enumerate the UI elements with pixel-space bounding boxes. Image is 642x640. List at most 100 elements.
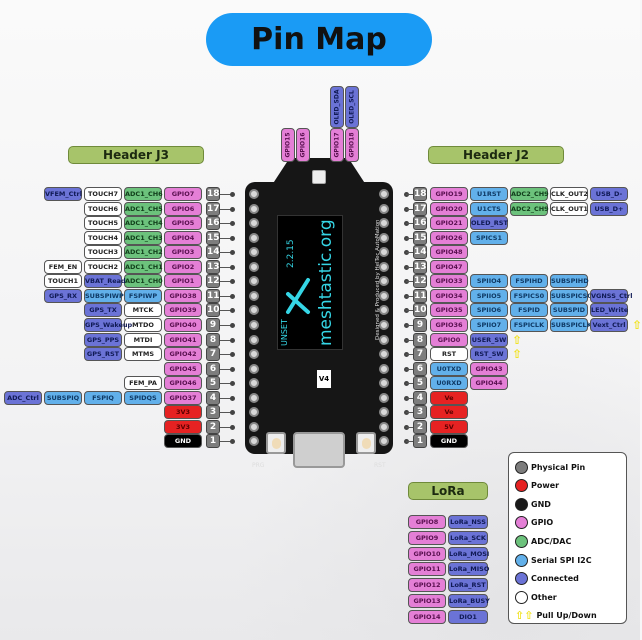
- pin-label-conn: GPS_TX: [84, 303, 122, 318]
- pin-label-gpio: GPIO35: [430, 303, 468, 318]
- pin-lead: [220, 281, 232, 283]
- pin-label-conn: VFEM_Ctrl: [44, 187, 82, 201]
- pin-dot: [230, 322, 235, 328]
- physical-pin-number: 17: [413, 201, 427, 216]
- pin-lead: [220, 339, 232, 341]
- pin-hole: [379, 276, 389, 287]
- pin-lead: [220, 252, 232, 254]
- pin-label-adc: ADC1_CH5: [124, 201, 163, 216]
- legend-label: Other: [531, 592, 557, 602]
- pin-lead: [406, 237, 418, 239]
- pin-label-other: TOUCH5: [84, 216, 122, 231]
- rst-button[interactable]: [356, 432, 376, 454]
- pin-dot: [230, 264, 235, 270]
- pin-lead: [406, 310, 418, 312]
- pin-lead: [406, 426, 418, 428]
- pull-up-arrow-icon: ⇧⇧: [515, 609, 534, 623]
- physical-pin-number: 14: [206, 245, 220, 260]
- pin-label-conn: OLED_RST: [470, 216, 508, 231]
- pin-label-spi: FSPID: [510, 303, 548, 318]
- pin-lead: [220, 324, 232, 326]
- pin-label-gpio: GPIO1: [164, 274, 202, 289]
- pin-label-spi: SUBSPIHD: [550, 274, 589, 289]
- lora-pin-function: LoRa_SCK: [448, 530, 488, 545]
- lora-pin-function: LoRa_RST: [448, 578, 488, 593]
- pin-hole: [249, 349, 259, 360]
- physical-pin-number: 6: [206, 361, 220, 376]
- pin-lead: [220, 237, 232, 239]
- pin-label-conn: RST_SW: [470, 347, 508, 362]
- pin-hole: [249, 421, 259, 432]
- pin-label-conn: USER_SW: [470, 332, 508, 347]
- legend-item: Connected: [515, 571, 579, 587]
- physical-pin-number: 1: [206, 434, 220, 449]
- pin-label-other: TOUCH1: [44, 274, 82, 289]
- legend-item: GPIO: [515, 515, 553, 531]
- pin-dot: [230, 235, 235, 241]
- pin-label-spi: SUBSPICS0: [550, 288, 592, 303]
- pin-hole: [249, 407, 259, 418]
- pin-dot: [230, 308, 235, 314]
- pin-label-gnd: GND: [430, 434, 468, 449]
- pin-hole: [249, 363, 259, 374]
- pin-lead: [406, 354, 418, 356]
- legend-swatch-icon: [515, 590, 528, 604]
- legend-label: GND: [531, 499, 551, 509]
- pin-label-conn: LED_Write: [590, 303, 628, 318]
- legend-swatch-icon: [515, 534, 528, 548]
- lora-header-label: LoRa: [408, 482, 488, 500]
- pin-hole: [249, 276, 259, 287]
- legend-swatch-icon: [515, 479, 528, 493]
- pin-label-conn: GPS_Wakeup: [84, 317, 132, 332]
- pin-label-spi: SPIIO6: [470, 303, 508, 318]
- pin-label-other: CLK_OUT1: [550, 201, 588, 216]
- pin-label-other: TOUCH6: [84, 201, 122, 216]
- physical-pin-number: 16: [413, 216, 427, 231]
- pin-hole: [249, 378, 259, 389]
- pin-label-gpio: GPIO6: [164, 201, 202, 216]
- pin-hole: [379, 436, 389, 447]
- pin-label-spi: SPIIO5: [470, 288, 508, 303]
- physical-pin-number: 18: [413, 187, 427, 201]
- top-pin-gpio: GPIO18: [345, 128, 359, 162]
- meshtastic-logo-icon: [286, 278, 310, 314]
- pin-hole: [379, 392, 389, 403]
- pull-up-arrow-icon: ⇧: [512, 332, 523, 347]
- legend-label: Serial SPI I2C: [531, 555, 592, 565]
- prg-button[interactable]: [266, 432, 286, 454]
- pin-lead: [220, 194, 232, 195]
- pin-label-gpio: GPIO21: [430, 216, 468, 231]
- pin-label-other: TOUCH7: [84, 187, 122, 201]
- pin-hole: [249, 290, 259, 301]
- pin-label-spi: SPIIO7: [470, 317, 508, 332]
- pin-label-spi: U0RXD: [430, 376, 468, 391]
- pin-hole: [379, 290, 389, 301]
- screen-status: UNSET: [280, 319, 289, 346]
- pin-label-gpio: GPIO46: [164, 376, 202, 391]
- pin-hole: [379, 363, 389, 374]
- pin-lead: [220, 426, 232, 428]
- pin-dot: [230, 395, 235, 401]
- pin-label-gpio: GPIO39: [164, 303, 202, 318]
- lora-pin-gpio: GPIO9: [408, 530, 446, 545]
- legend-swatch-icon: [515, 553, 528, 567]
- physical-pin-number: 7: [206, 347, 220, 362]
- pin-label-spi: U1CTS: [470, 201, 508, 216]
- pin-label-other: FEM_EN: [44, 259, 82, 274]
- pin-label-adc: ADC1_CH2: [124, 245, 163, 260]
- legend-label: Physical Pin: [531, 462, 586, 472]
- physical-pin-number: 8: [413, 332, 427, 347]
- pin-label-spi: SUBSPID: [550, 303, 588, 318]
- pin-hole: [379, 218, 389, 229]
- pin-label-gpio: GPIO2: [164, 259, 202, 274]
- pin-label-gpio: GPIO41: [164, 332, 202, 347]
- physical-pin-number: 2: [206, 419, 220, 434]
- pin-lead: [220, 441, 232, 443]
- pin-label-spi: SPIDQS: [124, 390, 162, 405]
- pin-lead: [406, 397, 418, 399]
- pin-label-spi: SPICS1: [470, 230, 508, 245]
- legend-swatch-icon: [515, 516, 528, 530]
- pin-dot: [230, 381, 235, 387]
- pin-label-spi: FSPIWP: [124, 288, 162, 303]
- physical-pin-number: 4: [413, 390, 427, 405]
